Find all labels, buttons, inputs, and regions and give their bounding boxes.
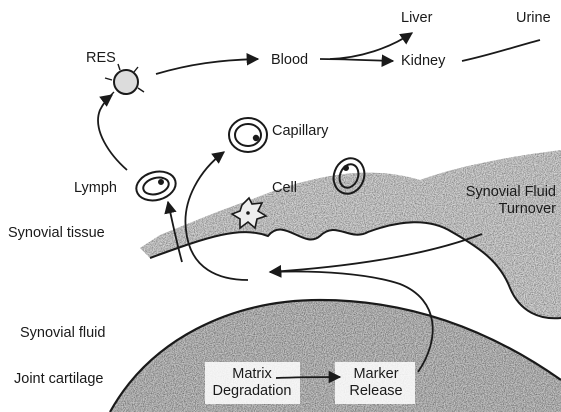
joint-cartilage-region (110, 300, 561, 412)
lymph-vessel-icon (133, 167, 179, 204)
label-joint-cartilage: Joint cartilage (14, 371, 103, 388)
arrow-res-to-blood (156, 59, 258, 74)
label-synovial-tissue: Synovial tissue (8, 225, 105, 242)
label-res: RES (86, 50, 116, 67)
capillary-icon (229, 118, 267, 152)
label-marker-release: Marker Release (338, 366, 414, 400)
label-capillary: Capillary (272, 123, 328, 140)
label-synovial-fluid-turnover: Synovial Fluid Turnover (430, 184, 556, 218)
label-synovial-fluid-turnover-line1: Synovial Fluid (430, 184, 556, 201)
synovial-tissue-region (140, 150, 561, 318)
label-matrix-degradation: Matrix Degradation (200, 366, 304, 400)
arrow-fluid-turnover (270, 234, 482, 272)
label-matrix-degradation-line1: Matrix (200, 366, 304, 383)
arrow-blood-to-liver (330, 33, 412, 59)
label-marker-release-line1: Marker (338, 366, 414, 383)
arrow-lymph-to-res (98, 95, 127, 170)
res-cell-icon (105, 64, 144, 98)
label-blood: Blood (271, 52, 308, 69)
label-matrix-degradation-line2: Degradation (200, 383, 304, 400)
label-cell: Cell (272, 180, 297, 197)
label-lymph: Lymph (74, 180, 117, 197)
label-kidney: Kidney (401, 53, 445, 70)
arrow-kidney-to-urine (462, 40, 540, 61)
label-urine: Urine (516, 10, 551, 27)
label-marker-release-line2: Release (338, 383, 414, 400)
label-synovial-fluid-turnover-line2: Turnover (430, 201, 556, 218)
label-synovial-fluid: Synovial fluid (20, 325, 105, 342)
label-liver: Liver (401, 10, 432, 27)
